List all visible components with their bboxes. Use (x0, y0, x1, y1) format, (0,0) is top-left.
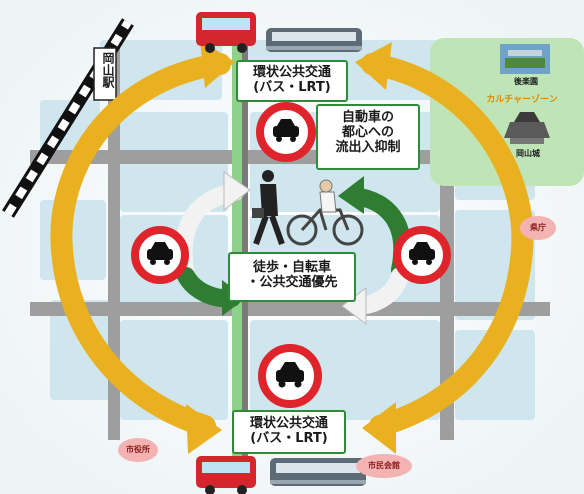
okayama-castle-label: 岡山城 (516, 149, 540, 158)
cyclist-icon (286, 179, 364, 246)
priority-line2: ・公共交通優先 (246, 274, 338, 290)
prefectural-office-label: 県庁 (530, 223, 546, 232)
ring-transit-bottom-line1: 環状公共交通 (249, 416, 328, 431)
lrt-tram-icon (266, 28, 362, 52)
station-sign (93, 47, 117, 101)
city-hall-dot (118, 438, 158, 462)
ring-transit-bottom-line2: (バス・LRT) (250, 430, 328, 446)
lrt-tram-icon (270, 458, 366, 486)
castle-icon (504, 112, 550, 144)
ring-transit-label-top: 環状公共交通 (バス・LRT) (236, 60, 348, 102)
city-hall-label: 市役所 (126, 445, 150, 454)
no-cars-sign-icon (393, 226, 451, 284)
culture-zone-area (430, 38, 584, 186)
station-label: 岡山駅 (101, 52, 115, 88)
priority-label: 徒歩・自転車 ・公共交通優先 (228, 252, 356, 302)
no-cars-sign-icon (258, 344, 322, 408)
no-cars-sign-icon (131, 226, 189, 284)
car-restriction-line1: 自動車の (341, 110, 394, 125)
no-cars-sign-icon (256, 102, 316, 162)
civic-hall-dot (356, 454, 412, 478)
ring-transit-arrows (50, 53, 534, 437)
bus-icon (196, 12, 256, 53)
culture-zone-label: カルチャーゾーン (486, 95, 558, 105)
ring-transit-top-line2: (バス・LRT) (253, 79, 331, 95)
garden-icon (500, 44, 550, 74)
priority-line1: 徒歩・自転車 (252, 260, 331, 275)
ring-transit-label-bottom: 環状公共交通 (バス・LRT) (232, 410, 346, 454)
ring-transit-top-line1: 環状公共交通 (252, 65, 331, 80)
civic-hall-label: 市民会館 (368, 461, 400, 470)
pedestrian-icon (252, 170, 285, 246)
prefectural-office-dot (520, 216, 556, 240)
car-restriction-line2: 都心への (341, 124, 394, 140)
korakuen-label: 後楽園 (514, 77, 538, 86)
bus-icon (196, 456, 256, 494)
car-restriction-line3: 流出入抑制 (335, 139, 401, 155)
car-restriction-label: 自動車の 都心への 流出入抑制 (316, 104, 420, 170)
